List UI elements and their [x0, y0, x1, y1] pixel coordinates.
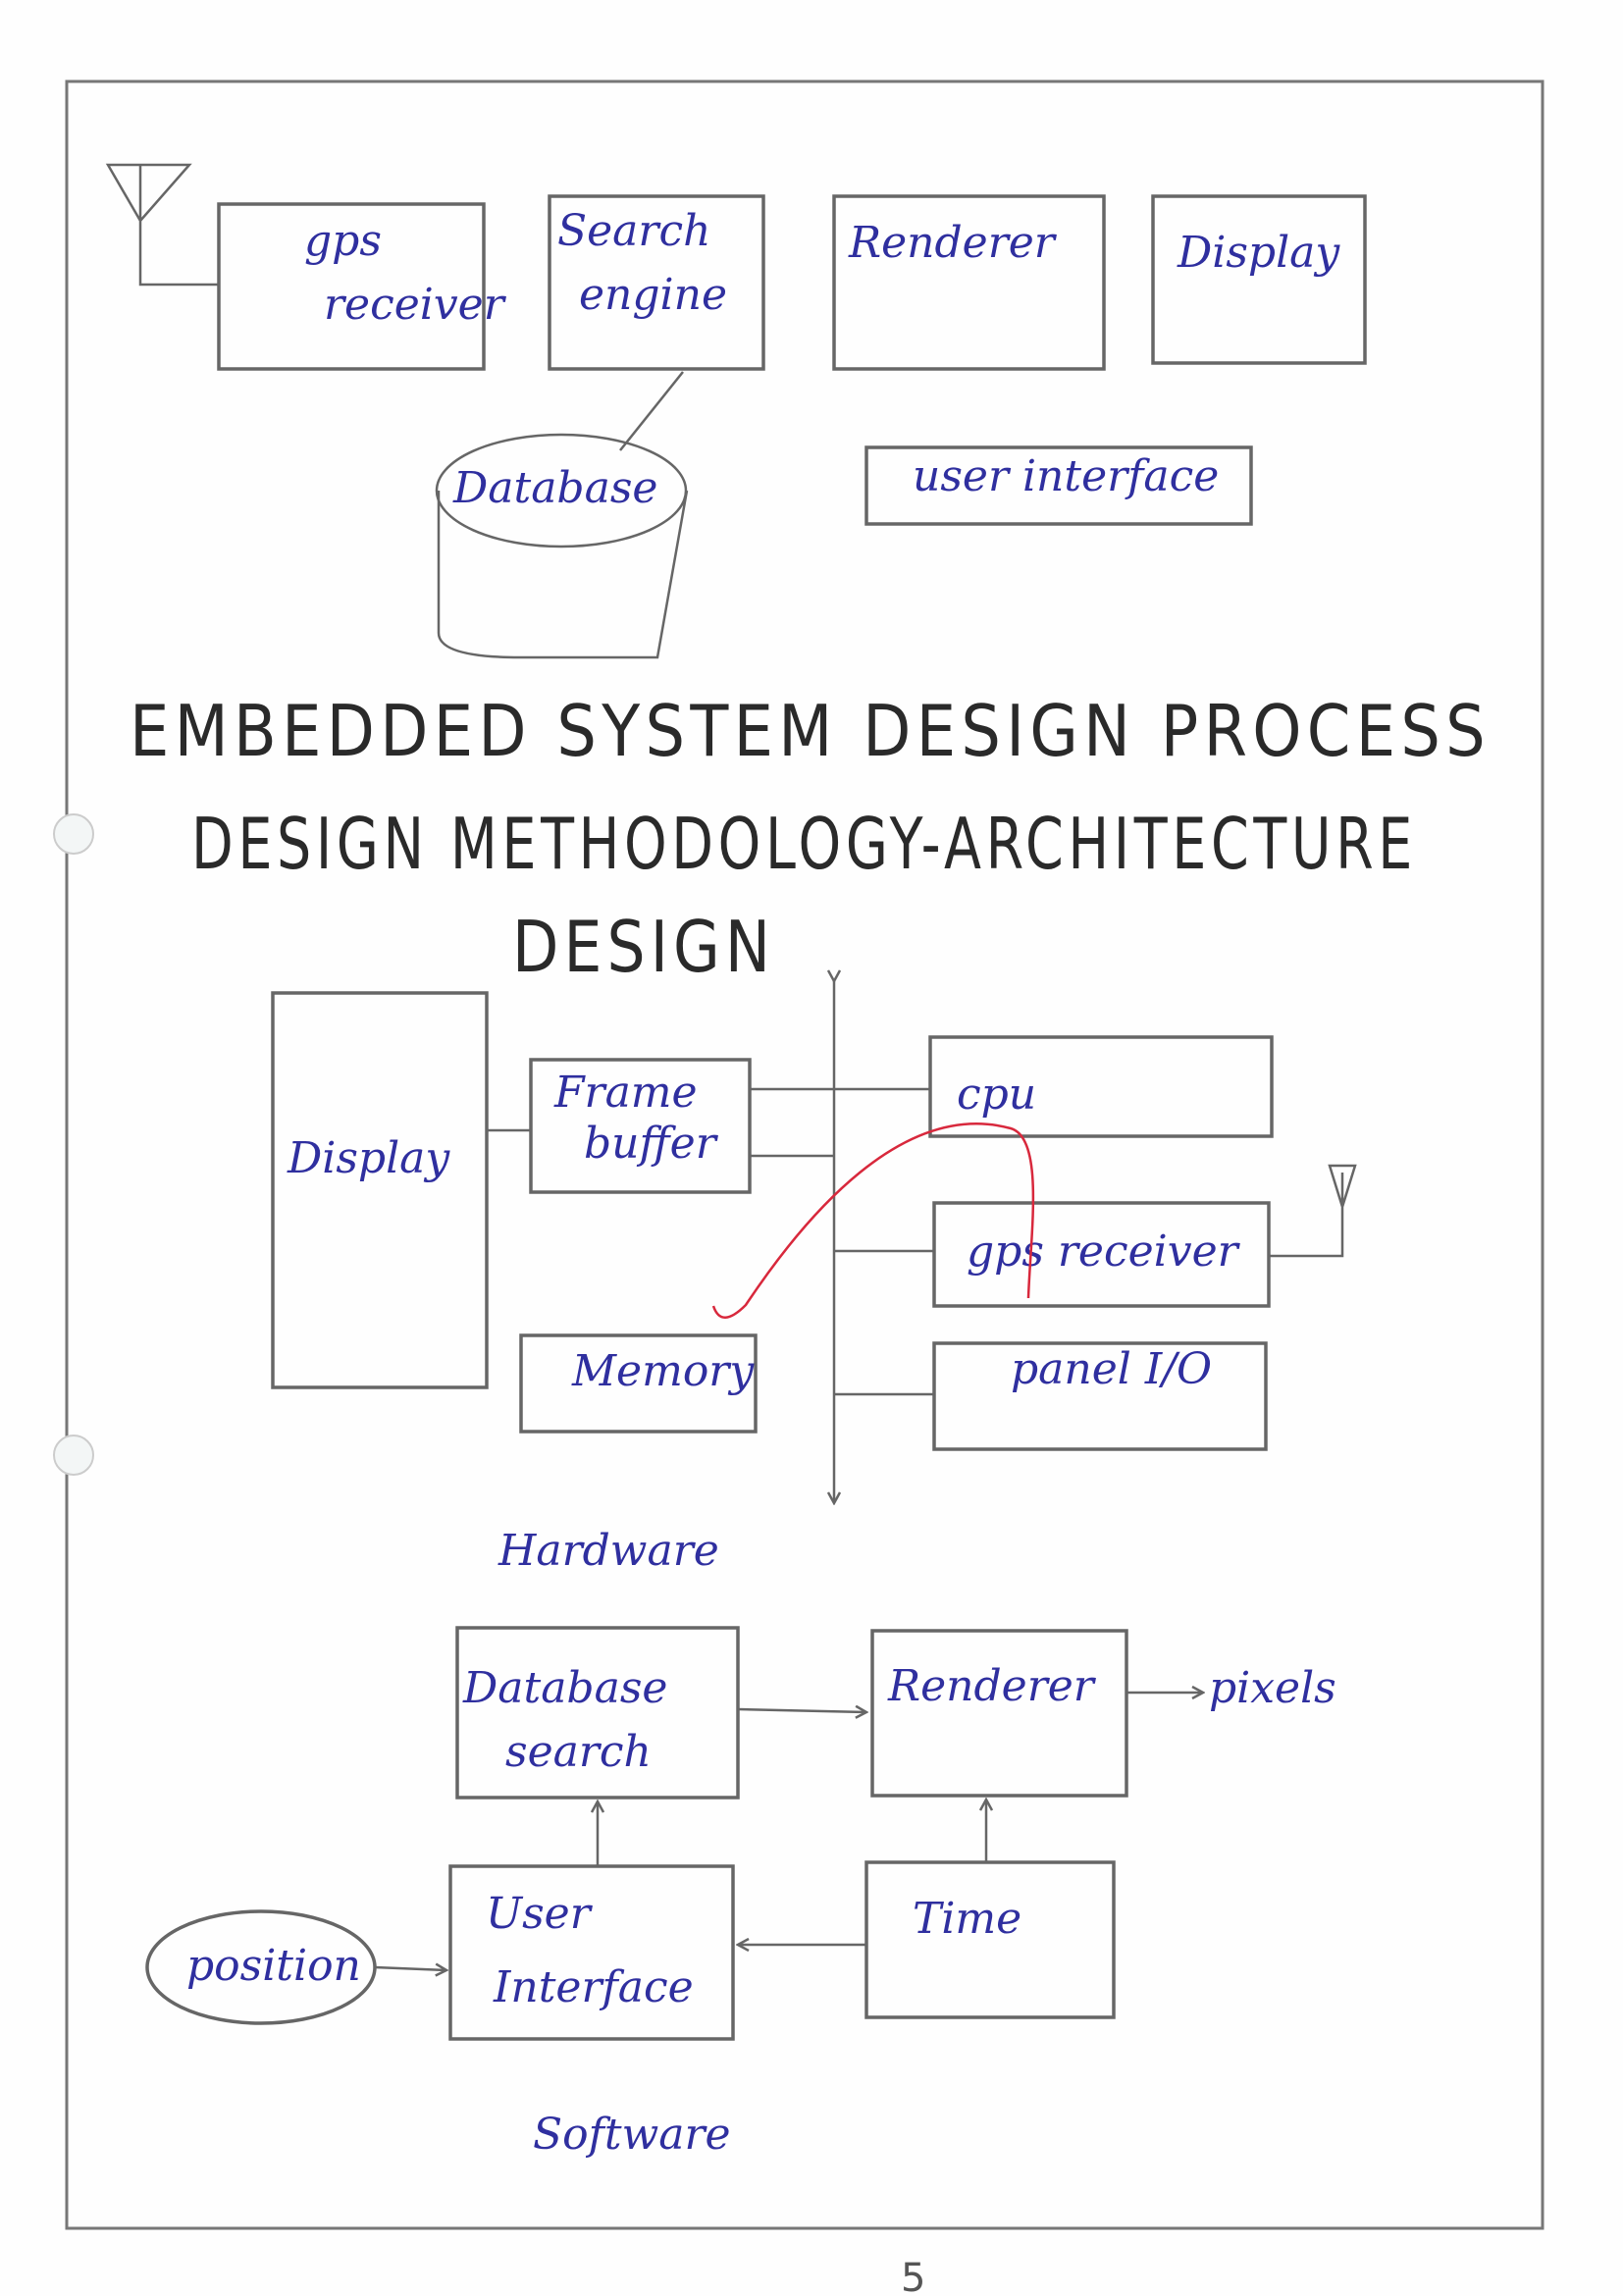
user-interface-box [864, 445, 1253, 526]
hw-gps-receiver-label: gps receiver [967, 1226, 1241, 1277]
page-number: 5 [901, 2256, 925, 2296]
time-box [864, 1860, 1116, 2019]
search-engine-box [548, 194, 765, 371]
database-label: Database [452, 463, 657, 513]
gps-receiver-box [217, 202, 486, 371]
hw-display-label: Display [287, 1133, 450, 1183]
position-label: position [186, 1941, 361, 1991]
frame-buffer-box [529, 1058, 752, 1194]
hw-gps-receiver-box [932, 1201, 1271, 1308]
search-database-link [619, 371, 684, 451]
memory-box [519, 1333, 758, 1434]
memory-label: Memory [571, 1346, 755, 1396]
antenna-icon [1269, 1164, 1357, 1258]
red-correction-mark [711, 1122, 1035, 1319]
renderer-label: Renderer [848, 218, 1058, 268]
cpu-label: cpu [957, 1070, 1036, 1120]
user-interface-label: user interface [913, 451, 1219, 501]
hardware-label: Hardware [497, 1526, 719, 1576]
db-to-renderer-arrow [737, 1709, 866, 1712]
pixels-label: pixels [1209, 1663, 1336, 1713]
sw-renderer-box [870, 1629, 1128, 1798]
panel-io-label: panel I/O [1011, 1344, 1212, 1394]
software-label: Software [533, 2110, 731, 2160]
page-border [65, 79, 1544, 2230]
time-label: Time [913, 1894, 1021, 1944]
punch-hole [53, 1435, 94, 1476]
title-line-2: DESIGN METHODOLOGY-ARCHITECTURE [191, 803, 1417, 885]
punch-hole [53, 813, 94, 855]
panel-io-box [932, 1341, 1268, 1451]
sw-renderer-label: Renderer [887, 1661, 1097, 1711]
title-line-3: DESIGN [512, 906, 775, 988]
position-to-ui-arrow [374, 1967, 446, 1970]
antenna-icon [105, 163, 219, 287]
display-box [1151, 194, 1367, 365]
sw-user-interface-box [448, 1864, 735, 2041]
database-search-box [455, 1626, 740, 1800]
database-cylinder [435, 433, 689, 659]
cpu-box [928, 1035, 1274, 1138]
renderer-box [832, 194, 1106, 371]
display-label: Display [1177, 228, 1340, 278]
hw-display-box [271, 991, 489, 1389]
title-line-1: EMBEDDED SYSTEM DESIGN PROCESS [130, 690, 1491, 772]
